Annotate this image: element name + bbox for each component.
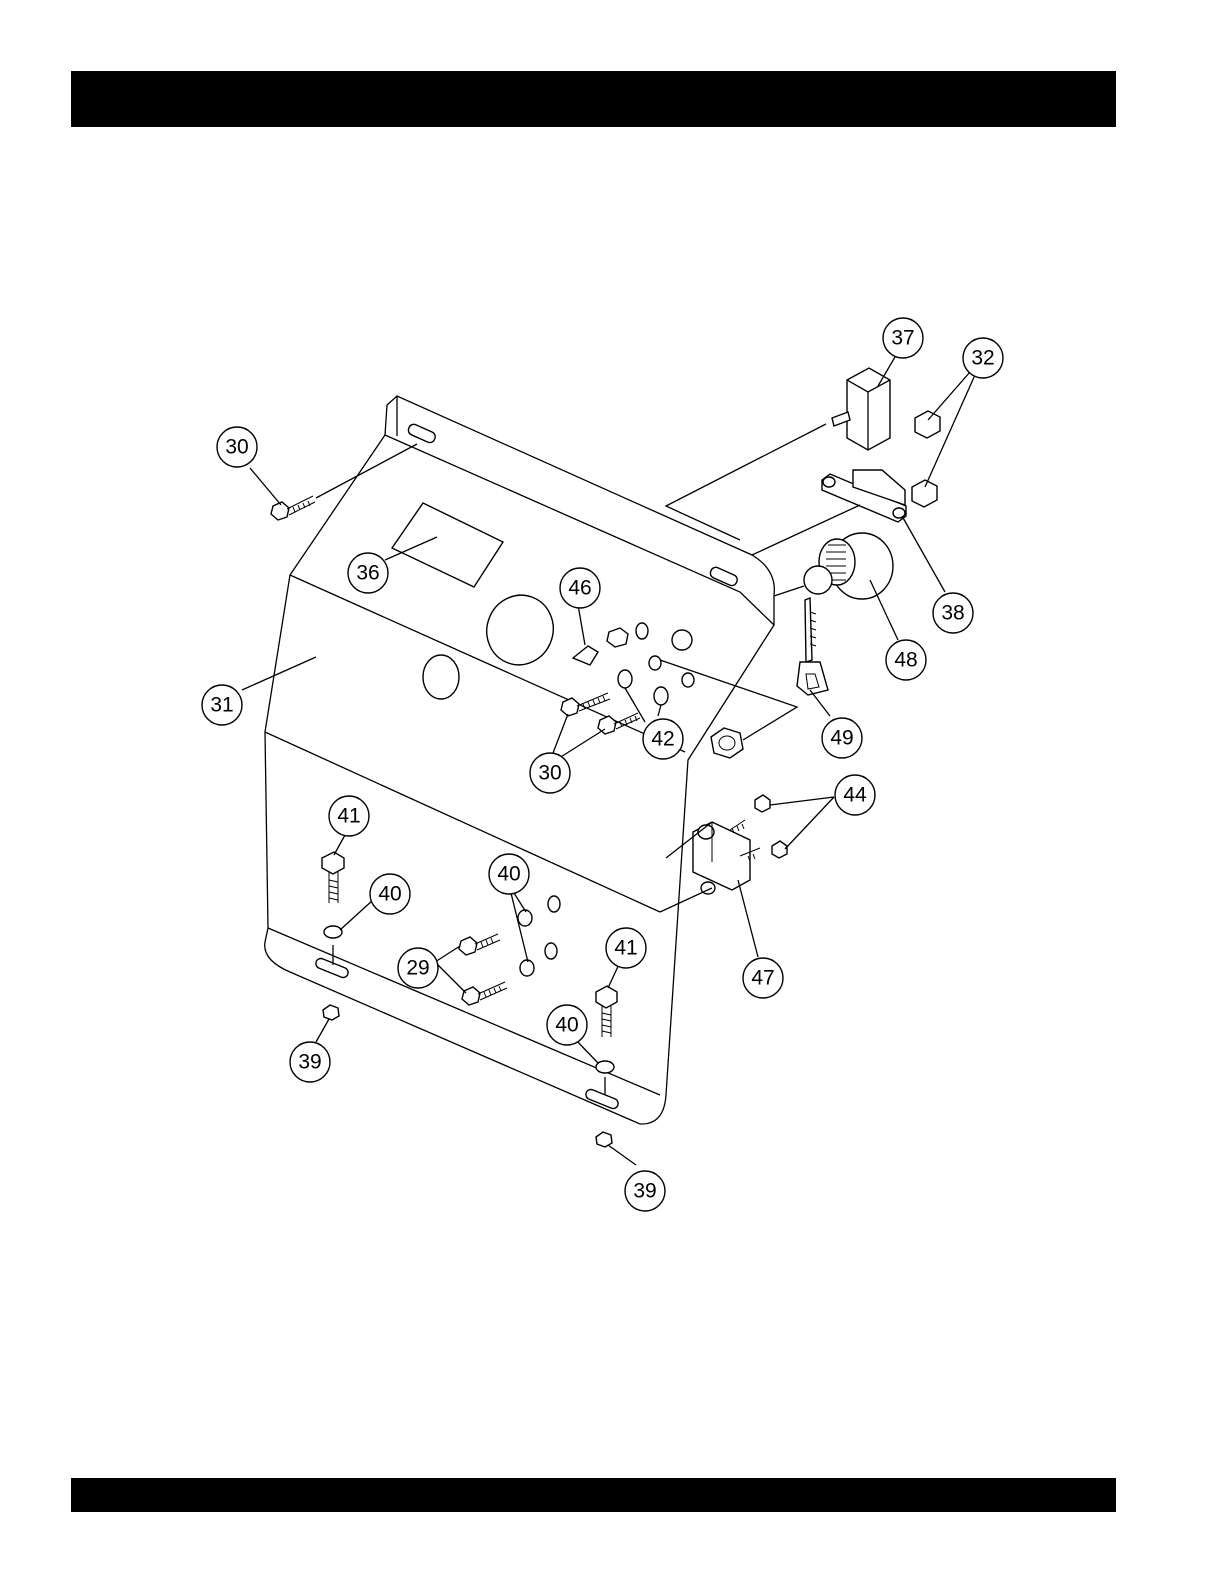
- svg-text:39: 39: [298, 1051, 321, 1074]
- svg-text:47: 47: [751, 967, 774, 990]
- bolt: [561, 693, 610, 716]
- circuit-breaker: [822, 470, 906, 522]
- callout-46: 46: [560, 568, 600, 608]
- ignition-switch: [804, 533, 893, 599]
- callout-30: 30: [217, 427, 257, 467]
- svg-text:41: 41: [337, 805, 360, 828]
- svg-text:44: 44: [843, 784, 867, 807]
- svg-text:38: 38: [941, 602, 964, 625]
- circuit-breaker-lower: [693, 820, 760, 894]
- callout-36: 36: [348, 553, 388, 593]
- callout-49: 49: [822, 718, 862, 758]
- svg-text:46: 46: [568, 577, 591, 600]
- callout-32: 32: [963, 338, 1003, 378]
- slot: [709, 566, 739, 587]
- callout-30: 30: [530, 753, 570, 793]
- bolt: [462, 982, 507, 1005]
- svg-text:40: 40: [378, 883, 401, 906]
- callout-40: 40: [370, 874, 410, 914]
- svg-text:32: 32: [971, 347, 994, 370]
- washer: [618, 670, 632, 688]
- callout-41: 41: [329, 796, 369, 836]
- svg-text:48: 48: [894, 649, 917, 672]
- svg-text:29: 29: [406, 957, 429, 980]
- washer: [520, 960, 534, 976]
- panel-hole: [672, 630, 692, 650]
- nut: [772, 841, 787, 858]
- slot: [584, 1088, 619, 1110]
- slot: [407, 423, 437, 444]
- nut: [323, 1005, 339, 1020]
- svg-text:39: 39: [633, 1180, 656, 1203]
- hex-bolt: [596, 986, 617, 1037]
- callout-38: 38: [933, 593, 973, 633]
- callout-48: 48: [886, 640, 926, 680]
- hour-meter: [392, 503, 503, 587]
- svg-text:41: 41: [614, 937, 637, 960]
- nut: [915, 411, 940, 438]
- callout-39: 39: [625, 1171, 665, 1211]
- nut: [755, 795, 770, 812]
- nut: [711, 728, 743, 758]
- svg-text:40: 40: [555, 1014, 578, 1037]
- nut: [596, 1132, 612, 1147]
- callout-47: 47: [743, 958, 783, 998]
- bolt: [459, 934, 500, 955]
- bolt: [271, 496, 315, 520]
- callout-41: 41: [606, 928, 646, 968]
- nut: [912, 480, 937, 507]
- svg-text:30: 30: [225, 436, 248, 459]
- svg-text:31: 31: [210, 694, 233, 717]
- callout-31: 31: [202, 685, 242, 725]
- svg-text:36: 36: [356, 562, 379, 585]
- callout-37: 37: [883, 318, 923, 358]
- callout-29: 29: [398, 948, 438, 988]
- svg-text:40: 40: [497, 863, 520, 886]
- callout-40: 40: [489, 854, 529, 894]
- gauge-opening: [477, 586, 563, 674]
- callout-39: 39: [290, 1042, 330, 1082]
- callout-40: 40: [547, 1005, 587, 1045]
- svg-text:30: 30: [538, 762, 561, 785]
- panel-hole: [423, 655, 459, 699]
- ignition-key: [797, 598, 828, 695]
- washer: [324, 926, 342, 938]
- panel-hole: [548, 896, 560, 912]
- callout-44: 44: [835, 775, 875, 815]
- svg-text:49: 49: [830, 727, 853, 750]
- panel-hole: [545, 943, 557, 959]
- washer: [518, 910, 532, 926]
- svg-text:37: 37: [891, 327, 914, 350]
- callout-42: 42: [643, 719, 683, 759]
- svg-text:42: 42: [651, 728, 674, 751]
- washer: [596, 1061, 614, 1073]
- control-panel-bracket: [265, 396, 775, 1124]
- hex-bolt: [322, 852, 344, 903]
- washer: [654, 687, 668, 705]
